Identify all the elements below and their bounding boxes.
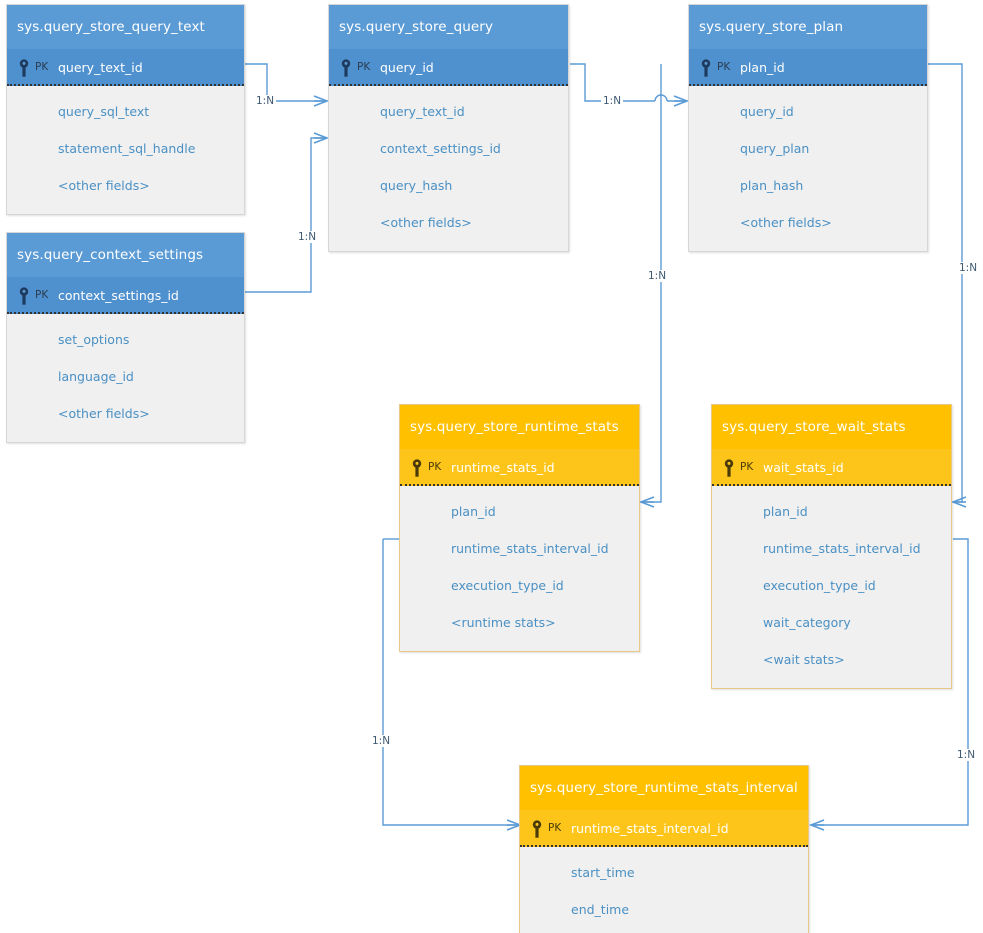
entity-title: sys.query_store_plan — [689, 5, 927, 49]
entity-field: query_id — [740, 104, 794, 119]
pk-badge: PK — [35, 61, 49, 73]
connector-jump-arc — [654, 94, 668, 102]
connector-plan-runtime_stats — [641, 64, 662, 503]
key-icon — [724, 459, 734, 477]
arrowhead-query-textfk — [313, 95, 328, 107]
entity-title: sys.query_context_settings — [7, 233, 244, 277]
pk-field-name: query_text_id — [58, 60, 143, 75]
entity-field: <runtime stats> — [451, 615, 556, 630]
entity-title: sys.query_store_query — [329, 5, 568, 49]
arrowhead-runtime-planfk — [640, 496, 655, 508]
entity-field-list: start_time end_time — [520, 847, 808, 933]
entity-field-list: plan_id runtime_stats_interval_id execut… — [400, 486, 639, 651]
entity-field: plan_hash — [740, 178, 804, 193]
pk-badge: PK — [357, 61, 371, 73]
entity-field: start_time — [571, 865, 635, 880]
entity-field: <other fields> — [58, 406, 150, 421]
entity-pk-row[interactable]: PK query_text_id — [7, 49, 244, 86]
entity-field: <wait stats> — [763, 652, 845, 667]
entity-title: sys.query_store_runtime_stats — [400, 405, 639, 449]
pk-badge: PK — [740, 461, 754, 473]
entity-query-store-runtime-stats-interval[interactable]: sys.query_store_runtime_stats_interval P… — [519, 765, 809, 933]
cardinality-label-r2: 1:N — [296, 231, 319, 243]
entity-pk-row[interactable]: PK plan_id — [689, 49, 927, 86]
entity-field: plan_id — [763, 504, 808, 519]
cardinality-label-r3: 1:N — [601, 95, 624, 107]
entity-field: context_settings_id — [380, 141, 501, 156]
arrowhead-query-ctxfk — [313, 132, 328, 144]
pk-field-name: wait_stats_id — [763, 460, 844, 475]
pk-field-name: runtime_stats_interval_id — [571, 821, 729, 836]
key-icon — [341, 59, 351, 77]
pk-field-name: query_id — [380, 60, 434, 75]
cardinality-label-r6: 1:N — [370, 735, 393, 747]
entity-field: <other fields> — [740, 215, 832, 230]
pk-badge: PK — [428, 461, 442, 473]
entity-field: execution_type_id — [451, 578, 564, 593]
entity-field: execution_type_id — [763, 578, 876, 593]
key-icon — [412, 459, 422, 477]
key-icon — [19, 287, 29, 305]
entity-title: sys.query_store_query_text — [7, 5, 244, 49]
entity-query-store-runtime-stats[interactable]: sys.query_store_runtime_stats PK runtime… — [399, 404, 640, 652]
entity-title: sys.query_store_runtime_stats_interval — [520, 766, 808, 810]
pk-field-name: runtime_stats_id — [451, 460, 555, 475]
entity-pk-row[interactable]: PK wait_stats_id — [712, 449, 951, 486]
pk-badge: PK — [35, 289, 49, 301]
entity-field-list: set_options language_id <other fields> — [7, 314, 244, 442]
entity-query-store-query[interactable]: sys.query_store_query PK query_id query_… — [328, 4, 569, 252]
entity-field: query_hash — [380, 178, 453, 193]
entity-field-list: query_id query_plan plan_hash <other fie… — [689, 86, 927, 251]
entity-pk-row[interactable]: PK context_settings_id — [7, 277, 244, 314]
entity-query-store-query-text[interactable]: sys.query_store_query_text PK query_text… — [6, 4, 245, 215]
pk-badge: PK — [717, 61, 731, 73]
entity-field: runtime_stats_interval_id — [763, 541, 921, 556]
entity-title: sys.query_store_wait_stats — [712, 405, 951, 449]
pk-badge: PK — [548, 822, 562, 834]
cardinality-label-r5: 1:N — [957, 262, 980, 274]
key-icon — [532, 820, 542, 838]
cardinality-label-r4: 1:N — [646, 270, 669, 282]
entity-pk-row[interactable]: PK runtime_stats_interval_id — [520, 810, 808, 847]
entity-field-list: query_sql_text statement_sql_handle <oth… — [7, 86, 244, 214]
entity-field: query_text_id — [380, 104, 465, 119]
entity-field: wait_category — [763, 615, 851, 630]
entity-query-context-settings[interactable]: sys.query_context_settings PK context_se… — [6, 232, 245, 443]
entity-field: query_plan — [740, 141, 810, 156]
entity-field: plan_id — [451, 504, 496, 519]
pk-field-name: context_settings_id — [58, 288, 179, 303]
entity-field: <other fields> — [58, 178, 150, 193]
entity-field: end_time — [571, 902, 630, 917]
arrowhead-wait-planfk — [952, 496, 967, 508]
entity-field: query_sql_text — [58, 104, 150, 119]
key-icon — [701, 59, 711, 77]
connector-context_settings-query — [245, 137, 327, 293]
entity-field: language_id — [58, 369, 134, 384]
arrowhead-plan-queryfk — [673, 95, 688, 107]
entity-query-store-plan[interactable]: sys.query_store_plan PK plan_id query_id… — [688, 4, 928, 252]
entity-field-list: query_text_id context_settings_id query_… — [329, 86, 568, 251]
entity-field: statement_sql_handle — [58, 141, 196, 156]
entity-pk-row[interactable]: PK query_id — [329, 49, 568, 86]
cardinality-label-r7: 1:N — [955, 749, 978, 761]
entity-pk-row[interactable]: PK runtime_stats_id — [400, 449, 639, 486]
cardinality-label-r1: 1:N — [254, 95, 277, 107]
entity-field: <other fields> — [380, 215, 472, 230]
arrowhead-interval-right — [810, 819, 825, 831]
pk-field-name: plan_id — [740, 60, 785, 75]
entity-field-list: plan_id runtime_stats_interval_id execut… — [712, 486, 951, 688]
key-icon — [19, 59, 29, 77]
entity-query-store-wait-stats[interactable]: sys.query_store_wait_stats PK wait_stats… — [711, 404, 952, 689]
entity-field: set_options — [58, 332, 130, 347]
entity-field: runtime_stats_interval_id — [451, 541, 609, 556]
